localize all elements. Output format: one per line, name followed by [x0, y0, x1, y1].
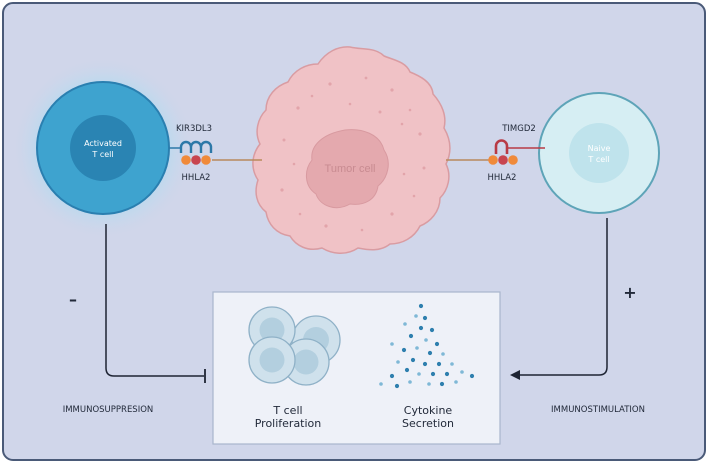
tumor-cell-nucleus	[306, 129, 389, 209]
immunosuppression-connector	[105, 224, 204, 377]
immunosuppression-sign: –	[69, 290, 77, 309]
tumor-cell-label: Tumor cell	[325, 163, 376, 175]
kir3dl3-label: KIR3DL3	[176, 124, 212, 134]
immunostimulation-sign: +	[623, 283, 636, 302]
immunosuppression-label: IMMUNOSUPPRESION	[63, 405, 154, 415]
activated-t-cell-nucleus	[70, 115, 136, 181]
hhla2-ligand-left	[181, 155, 262, 165]
cytokine-dots	[379, 303, 475, 389]
stimulation-arrowhead	[510, 370, 520, 380]
proliferation-label-line1: T cell	[272, 404, 302, 417]
hhla2-label-right: HHLA2	[488, 173, 517, 183]
cytokine-label-line2: Secretion	[402, 417, 454, 430]
naive-t-cell-nucleus	[569, 123, 629, 183]
immunostimulation-label: IMMUNOSTIMULATION	[551, 405, 645, 415]
cytokine-label-line1: Cytokine	[404, 404, 453, 417]
hhla2-ligand-right	[446, 155, 518, 165]
proliferating-t-cells	[248, 306, 341, 386]
naive-t-cell-label-line2: T cell	[587, 155, 609, 164]
activated-t-cell-label-line1: Activated	[84, 139, 122, 148]
kir3dl3-receptor	[179, 140, 213, 153]
naive-t-cell-label-line1: Naive	[588, 144, 611, 153]
timgd2-receptor	[494, 139, 509, 154]
tumor-cell-dots	[280, 76, 426, 232]
proliferation-label-line2: Proliferation	[255, 417, 322, 430]
activated-t-cell-label-line2: T cell	[91, 150, 113, 159]
immunostimulation-connector	[518, 218, 608, 376]
timgd2-label: TIMGD2	[501, 124, 536, 134]
hhla2-label-left: HHLA2	[182, 173, 211, 183]
